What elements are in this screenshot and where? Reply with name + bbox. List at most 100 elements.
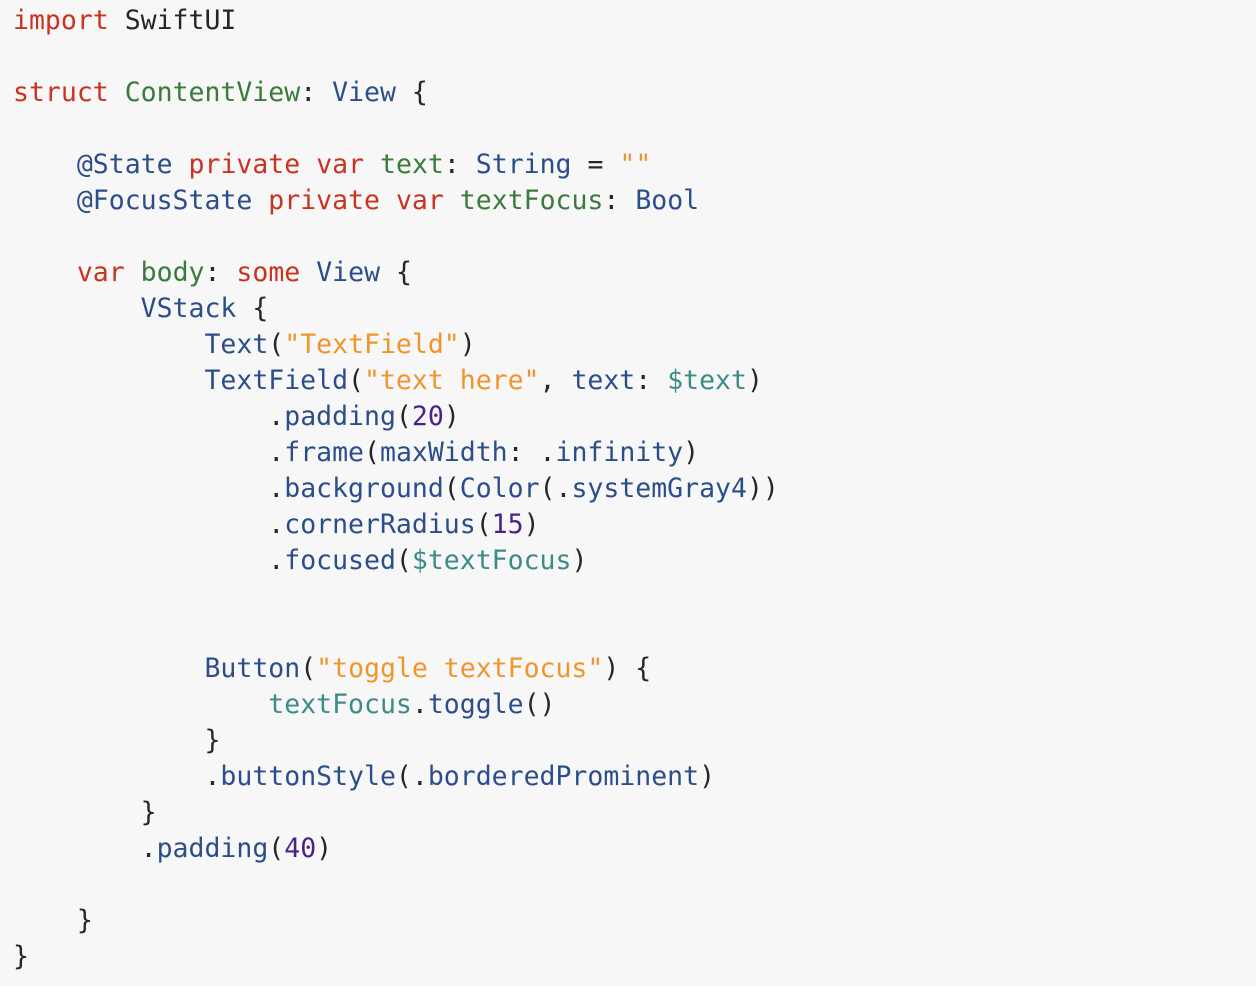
code-token: Button — [204, 653, 301, 684]
code-line: } — [13, 723, 779, 759]
code-line: .frame(maxWidth: .infinity) — [13, 435, 779, 471]
code-token: Bool — [635, 185, 700, 216]
code-token: ) — [443, 401, 460, 432]
code-token: var — [395, 185, 444, 216]
code-line — [13, 615, 779, 651]
code-token: . — [13, 509, 285, 540]
code-token: ( — [268, 833, 285, 864]
code-token — [13, 365, 204, 396]
code-line: @FocusState private var textFocus: Bool — [13, 183, 779, 219]
code-token: text — [380, 149, 444, 180]
code-token: background — [284, 473, 444, 504]
code-token: . — [13, 545, 285, 576]
code-token: . — [13, 761, 221, 792]
code-token: { — [236, 293, 269, 324]
code-line: var body: some View { — [13, 255, 779, 291]
code-token: buttonStyle — [220, 761, 396, 792]
code-token: ( — [300, 653, 317, 684]
code-token: textFocus — [459, 185, 604, 216]
code-token: { — [380, 257, 412, 288]
code-token: private — [268, 185, 380, 216]
code-token: frame — [284, 437, 365, 468]
code-token — [13, 653, 204, 684]
code-token: 20 — [411, 401, 444, 432]
code-token: "TextField" — [284, 329, 460, 360]
code-block[interactable]: import SwiftUI struct ContentView: View {… — [13, 3, 779, 975]
code-token — [13, 257, 77, 288]
code-token: . — [13, 833, 157, 864]
code-token: : — [300, 77, 333, 108]
code-token: (. — [539, 473, 572, 504]
code-token: String — [475, 149, 572, 180]
code-token — [13, 329, 204, 360]
code-token — [300, 149, 316, 180]
code-token: ( — [443, 473, 460, 504]
code-token: $textFocus — [411, 545, 572, 576]
code-line: Button("toggle textFocus") { — [13, 651, 779, 687]
code-token: padding — [156, 833, 269, 864]
code-token: textFocus — [268, 689, 412, 720]
code-line: .focused($textFocus) — [13, 543, 779, 579]
code-token: ) — [571, 545, 588, 576]
code-token — [252, 185, 268, 216]
code-token: )) — [746, 473, 779, 504]
code-token: maxWidth — [379, 437, 508, 468]
code-token: : — [204, 257, 237, 288]
code-token: { — [395, 77, 428, 108]
code-line: } — [13, 903, 779, 939]
code-token: ) — [316, 833, 333, 864]
code-token: body — [140, 257, 205, 288]
code-token: struct — [13, 77, 109, 108]
code-token: } — [13, 905, 93, 936]
code-token — [109, 77, 125, 108]
code-token — [444, 185, 460, 216]
code-token: import — [13, 5, 109, 36]
code-line — [13, 111, 779, 147]
code-line — [13, 579, 779, 615]
code-token: var — [76, 257, 125, 288]
code-token: : — [603, 185, 636, 216]
code-token — [13, 185, 77, 216]
code-token: $text — [667, 365, 747, 396]
code-token: : . — [507, 437, 556, 468]
code-token: ContentView — [124, 77, 301, 108]
code-token: ) — [523, 509, 540, 540]
code-line: .cornerRadius(15) — [13, 507, 779, 543]
code-token — [125, 257, 141, 288]
code-token: TextField — [204, 365, 349, 396]
code-token: View — [316, 257, 381, 288]
code-token: @FocusState — [76, 185, 253, 216]
code-token: "toggle textFocus" — [316, 653, 604, 684]
code-token: . — [411, 689, 428, 720]
code-token: ( — [364, 437, 380, 468]
code-token — [13, 689, 268, 720]
code-token: ( — [395, 401, 412, 432]
code-token: ( — [475, 509, 492, 540]
code-token: , — [539, 365, 572, 396]
code-token: systemGray4 — [571, 473, 747, 504]
code-token — [13, 149, 77, 180]
code-token — [173, 149, 189, 180]
code-token: ) — [459, 329, 476, 360]
code-token: } — [13, 797, 157, 828]
code-token: : — [443, 149, 476, 180]
code-token: ) — [683, 437, 700, 468]
code-token: infinity — [555, 437, 684, 468]
code-token: Text — [204, 329, 269, 360]
code-line — [13, 39, 779, 75]
code-token: @State — [76, 149, 173, 180]
code-line: } — [13, 795, 779, 831]
code-line: .background(Color(.systemGray4)) — [13, 471, 779, 507]
code-line: struct ContentView: View { — [13, 75, 779, 111]
code-token: focused — [284, 545, 396, 576]
code-token: "text here" — [364, 365, 540, 396]
code-token: = — [571, 149, 620, 180]
code-token: . — [13, 401, 285, 432]
code-line: VStack { — [13, 291, 779, 327]
code-line: .padding(20) — [13, 399, 779, 435]
code-token: Color — [459, 473, 540, 504]
code-line: import SwiftUI — [13, 3, 779, 39]
code-token: : — [635, 365, 668, 396]
code-line: textFocus.toggle() — [13, 687, 779, 723]
